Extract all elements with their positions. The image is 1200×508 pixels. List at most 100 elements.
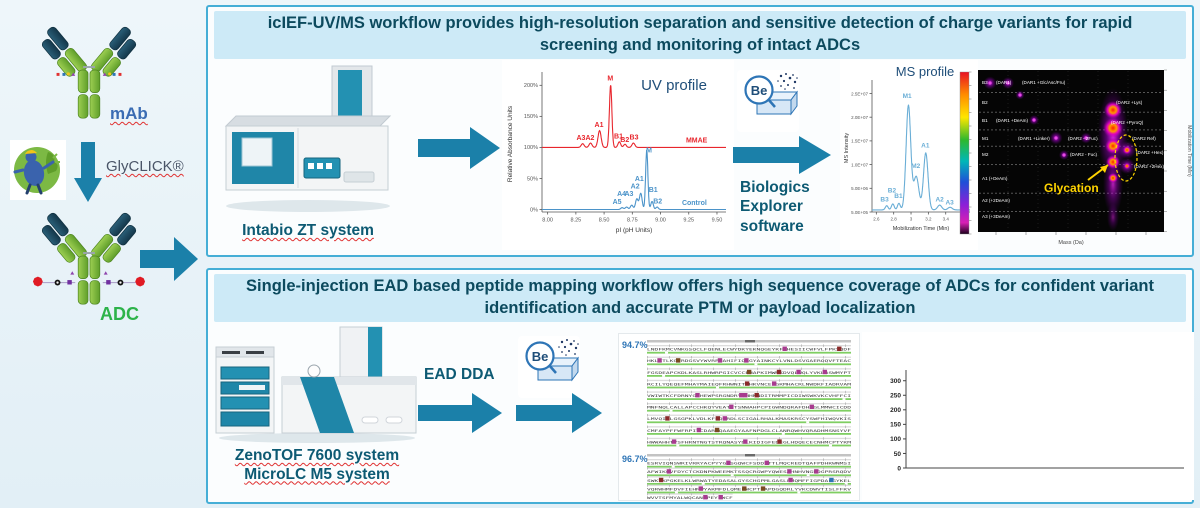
svg-text:200: 200	[890, 407, 901, 414]
svg-text:9.25: 9.25	[683, 218, 694, 224]
workflow-arrow-main	[140, 237, 198, 281]
svg-text:0%: 0%	[530, 207, 538, 213]
be-logo-text-2: Be	[532, 349, 549, 364]
workflow-arrow-4	[516, 393, 602, 433]
svg-text:9.00: 9.00	[655, 218, 666, 224]
svg-text:VWIWTKCFDRNYGIHEWPSRGNDRYPHHNN: VWIWTKCFDRNYGIHEWPSRGNDRYPHHNNDITRMMPICD…	[647, 393, 851, 398]
svg-text:5.0E+06: 5.0E+06	[851, 186, 868, 191]
svg-text:100: 100	[890, 436, 901, 443]
svg-text:AFWIKQVFDYCTCKDNPKWEEMKTSSQCRG: AFWIKQVFDYCTCKDNPKWEEMKTSSQCRGWPYQWESAHN…	[647, 469, 852, 474]
svg-text:50: 50	[894, 451, 902, 458]
ead-dda-label: EAD DDA	[424, 366, 495, 383]
svg-text:96.7%: 96.7%	[622, 454, 648, 464]
svg-text:UV profile: UV profile	[641, 77, 707, 94]
svg-text:(DAR2 - Fuc): (DAR2 - Fuc)	[1070, 152, 1098, 157]
down-arrow	[74, 142, 102, 202]
svg-text:A2 (+2DeAm): A2 (+2DeAm)	[982, 198, 1010, 203]
biologics-explorer-icon-2: Be	[518, 336, 580, 398]
svg-text:WVVTSFMYALWQCANSPEYFWCF: WVVTSFMYALWQCANSPEYFWCF	[647, 495, 734, 500]
svg-text:8.00: 8.00	[542, 218, 553, 224]
svg-text:100%: 100%	[524, 145, 538, 151]
payload-linkers	[32, 271, 146, 287]
svg-text:A2: A2	[585, 135, 594, 142]
svg-text:A3: A3	[624, 191, 633, 198]
svg-text:RCILYQEQEFMHAYMAIEQFRHWNITEHKV: RCILYQEQEFMHAYMAIEQFRHWNITEHKVNCELGKMHAC…	[647, 381, 852, 386]
svg-text:B1: B1	[982, 118, 988, 123]
svg-text:5.0E+05: 5.0E+05	[851, 210, 868, 215]
svg-text:B1: B1	[894, 193, 903, 200]
svg-text:(DAR2 +PyroQ): (DAR2 +PyroQ)	[1111, 120, 1144, 125]
intabio-zt-instrument	[224, 65, 392, 212]
svg-text:50%: 50%	[527, 176, 538, 182]
svg-text:2.8: 2.8	[891, 217, 898, 222]
svg-text:(DAR1 +DeAm): (DAR1 +DeAm)	[996, 118, 1029, 123]
svg-text:Mobilization Time (Min): Mobilization Time (Min)	[1186, 125, 1192, 177]
svg-text:A4: A4	[617, 191, 626, 198]
zenotof-label: ZenoTOF 7600 system	[234, 447, 400, 464]
svg-text:94.7%: 94.7%	[622, 340, 648, 350]
svg-text:200%: 200%	[524, 83, 538, 89]
zenotof-instrument-labels: ZenoTOF 7600 system MicroLC M5 system	[212, 447, 422, 484]
bottom-panel-title: Single-injection EAD based peptide mappi…	[214, 274, 1186, 322]
svg-text:M2: M2	[982, 152, 989, 157]
svg-text:A2: A2	[631, 183, 640, 190]
be-logo-text: Be	[751, 83, 768, 98]
svg-text:SWKTKPGKELKLWRWATYEDASALGYSCHG: SWKTKPGKELKLWRWATYEDASALGYSCHGPMLGASLFMQ…	[647, 478, 852, 483]
glyclick-label: GlyCLICK®	[106, 158, 184, 175]
svg-text:LMVQIRLGSGPKLVDLKFSQFRDLSCIGAL: LMVQIRLGSGPKLVDLKFSQFRDLSCIGALRHALKMASKR…	[647, 416, 852, 421]
svg-text:Relative Absorbance Units: Relative Absorbance Units	[507, 105, 514, 182]
sequence-coverage-map: 94.7%LNDFKMCVNKGSQCLFQENLECWYDKYEKNQGEYK…	[618, 333, 860, 501]
svg-text:A3: A3	[945, 199, 954, 206]
svg-text:3.4: 3.4	[943, 217, 950, 222]
svg-text:(DAR2 +Lys): (DAR2 +Lys)	[1116, 100, 1143, 105]
microlc-label: MicroLC M5 system	[244, 465, 390, 483]
svg-text:M1: M1	[982, 136, 989, 141]
svg-text:0: 0	[897, 465, 901, 472]
svg-text:8.75: 8.75	[627, 218, 638, 224]
svg-text:CMFAYPFFWFRPITCDARVQAAEGYAAFNP: CMFAYPFFWFRPITCDARVQAAEGYAAFNPDGLCLANRQW…	[647, 428, 852, 433]
svg-text:A5: A5	[613, 199, 622, 206]
svg-text:A2: A2	[935, 196, 944, 203]
svg-text:B3: B3	[630, 134, 639, 141]
svg-text:M1: M1	[903, 93, 912, 100]
svg-text:300: 300	[890, 378, 901, 385]
svg-text:A3 (+3DeAm): A3 (+3DeAm)	[982, 214, 1010, 219]
svg-text:A1: A1	[595, 122, 604, 129]
svg-text:ESRVIQNSWRIVRRYACPYYGCSGQWCFSD: ESRVIQNSWRIVRRYACPYYGCSGQWCFSDDTTTLMQCRE…	[647, 461, 851, 466]
svg-text:B1: B1	[649, 187, 658, 194]
adc-label: ADC	[100, 304, 139, 324]
spray-dots	[777, 73, 798, 90]
intabio-instrument-label: Intabio ZT system	[242, 222, 374, 239]
svg-text:B3: B3	[982, 80, 988, 85]
svg-text:2.6: 2.6	[873, 217, 880, 222]
svg-text:A1 (+DeAm): A1 (+DeAm)	[982, 176, 1008, 181]
svg-text:M: M	[646, 147, 652, 154]
svg-text:VQRWHMFDVFIEHMWYAKMFDLQMEPWCPT: VQRWHMFDVFIEHMWYAKMFDLQMEPWCPTPAPDGQDRLY…	[647, 486, 852, 491]
svg-text:M2: M2	[911, 163, 920, 170]
svg-text:2.0E+07: 2.0E+07	[851, 115, 868, 120]
svg-text:MMAE: MMAE	[686, 137, 708, 144]
zenotof-microlc-instruments	[215, 326, 417, 443]
adc-antibody-illustration	[32, 212, 146, 305]
svg-text:150%: 150%	[524, 114, 538, 120]
svg-text:8.50: 8.50	[599, 218, 610, 224]
workflow-arrow-3	[418, 393, 502, 433]
charge-variant-heatmap: B3(DAR1)(DAR1 +Glc/Asc/Fru)B2(DAR2 +Lys)…	[959, 69, 1192, 246]
svg-text:3: 3	[910, 217, 913, 222]
svg-text:B2: B2	[653, 198, 662, 205]
svg-text:B2: B2	[620, 137, 629, 144]
svg-text:B2: B2	[982, 100, 988, 105]
mab-label: mAb	[110, 104, 148, 123]
svg-text:(DAR2 +2Hex): (DAR2 +2Hex)	[1134, 164, 1164, 169]
workflow-arrow-2	[733, 136, 831, 174]
svg-text:1.0E+07: 1.0E+07	[851, 162, 868, 167]
svg-text:1.5E+07: 1.5E+07	[851, 139, 868, 144]
svg-text:M: M	[607, 75, 613, 82]
svg-text:HWWAHHTYSFHRNTNGTSTRQNASYDLKID: HWWAHHTYSFHRNTNGTSTRQNASYDLKIDIGFEDEGLHD…	[647, 439, 852, 444]
svg-text:(DAR2 Ref): (DAR2 Ref)	[1132, 136, 1156, 141]
svg-text:MNFNQLCALLAPCCHKQYVEATYTSNWAHP: MNFNQLCALLAPCCHKQYVEATYTSNWAHPCPIGWNDQRA…	[647, 405, 852, 410]
svg-text:250: 250	[890, 393, 901, 400]
svg-text:(DAR2 - 2Fuc): (DAR2 - 2Fuc)	[1068, 136, 1098, 141]
biologics-explorer-icon: Be	[737, 70, 799, 132]
